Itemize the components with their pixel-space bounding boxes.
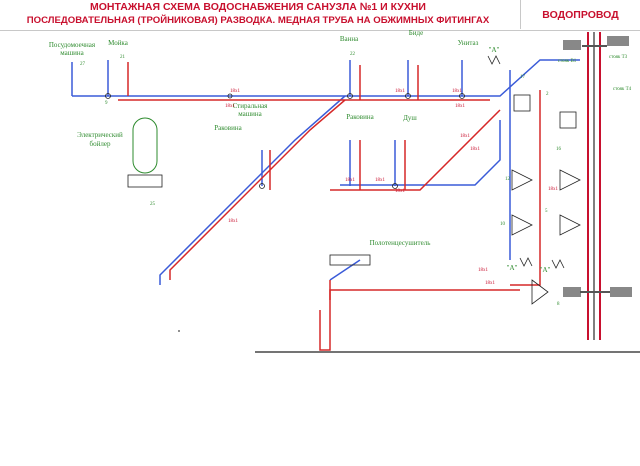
node-number-12: 12: [505, 177, 511, 182]
drawing-title-line-2: ПОСЛЕДОВАТЕЛЬНАЯ (ТРОЙНИКОВАЯ) РАЗВОДКА.…: [26, 15, 490, 26]
label-washbasin-2: Раковина: [346, 113, 374, 121]
cold-towel-stub: [329, 259, 361, 281]
pipe-size-10: 18х1: [478, 268, 489, 273]
label-washing-machine-2: машина: [238, 110, 262, 118]
hot-diagonal: [169, 99, 346, 280]
drawing-title-line-1: МОНТАЖНАЯ СХЕМА ВОДОСНАБЖЕНИЯ САНУЗЛА №1…: [90, 1, 426, 13]
title-block: МОНТАЖНАЯ СХЕМА ВОДОСНАБЖЕНИЯ САНУЗЛА №1…: [0, 0, 640, 31]
pipe-size-6: 18х1: [470, 147, 481, 152]
valve-cold-1: [511, 169, 533, 191]
label-bath: Ванна: [340, 35, 359, 43]
riser-group: [563, 32, 632, 340]
node-number-9: 2: [546, 92, 549, 97]
boiler-tank: [132, 117, 158, 174]
label-sink: Мойка: [108, 39, 129, 47]
label-boiler-1: Электрический: [77, 131, 123, 139]
marker-a-left-symbol: [519, 257, 533, 267]
cold-lower-branch: [340, 120, 501, 186]
node-number-5: 22: [350, 52, 356, 57]
label-boiler-2: бойлер: [90, 140, 111, 148]
cold-main-top: [72, 59, 580, 97]
label-riser-b1: стояк В1: [558, 59, 577, 64]
valve-hot-1: [559, 169, 581, 191]
marker-a-right-symbol: [551, 259, 565, 269]
pipe-size-12: 18х1: [548, 187, 559, 192]
tee-washbasin-1: [259, 183, 265, 189]
label-riser-t3: стояк Т3: [609, 55, 628, 60]
node-number-11: 8: [557, 302, 560, 307]
tee-sink: [105, 93, 111, 99]
label-dishwasher-1: Посудомоечная: [49, 41, 96, 49]
label-riser-t4: стояк Т4: [613, 87, 632, 92]
node-number-2: 21: [120, 55, 126, 60]
label-bidet: Биде: [409, 29, 423, 37]
fittings: [105, 55, 581, 305]
hot-return-branch: [510, 90, 541, 286]
pipe-size-2: 18х1: [225, 104, 236, 109]
pipe-size-8: 18х1: [345, 178, 356, 183]
riser-cap-bottom-left: [563, 287, 581, 297]
node-number-10: 5: [545, 209, 548, 214]
hot-water-lines: [118, 62, 541, 351]
filter-cold: [513, 94, 531, 112]
towel-manifold: [329, 254, 371, 266]
drawing-title: МОНТАЖНАЯ СХЕМА ВОДОСНАБЖЕНИЯ САНУЗЛА №1…: [4, 1, 512, 27]
pipe-size-1: 18х1: [230, 89, 241, 94]
cold-water-lines: [71, 59, 580, 285]
riser-cap-bottom-right: [610, 287, 632, 297]
hot-towel-loop: [319, 289, 520, 351]
node-number-7: 16: [556, 147, 562, 152]
pipe-size-4: 18х1: [452, 89, 463, 94]
marker-a-right: "А": [540, 266, 551, 274]
label-toilet: Унитаз: [458, 39, 479, 47]
node-number-4: 25: [150, 202, 156, 207]
marker-a-left: "А": [507, 264, 518, 272]
pipe-size-13: 18х1: [395, 189, 406, 194]
tee-bidet: [405, 93, 411, 99]
pipe-size-11: 18х1: [485, 281, 496, 286]
tee-main-1: [227, 93, 233, 99]
node-number-3: 17: [520, 75, 526, 80]
boiler-manifold: [127, 174, 163, 188]
marker-a-top: "А": [489, 46, 500, 54]
pipe-size-7: 18х1: [228, 219, 239, 224]
node-number-1: 27: [80, 62, 86, 67]
pipe-size-9: 18х1: [375, 178, 386, 183]
valve-hot-2: [559, 214, 581, 236]
pipe-size-3: 18х1: [395, 89, 406, 94]
tee-shower: [392, 183, 398, 189]
tee-toilet: [459, 93, 465, 99]
pipe-size-14: 18х1: [455, 104, 466, 109]
label-dishwasher-2: машина: [60, 49, 84, 57]
node-number-6: 9: [105, 101, 108, 106]
pipe-size-5: 18х1: [460, 134, 471, 139]
valve-riser-bottom: [531, 279, 549, 305]
marker-a-top-symbol: [487, 55, 501, 65]
label-washbasin-1: Раковина: [214, 124, 242, 132]
label-washing-machine-1: Стиральная: [233, 102, 269, 110]
cold-diagonal: [159, 95, 346, 285]
label-towel-rail: Полотенцесушитель: [370, 239, 431, 247]
tee-bath: [347, 93, 353, 99]
riser-cap-top-left: [563, 40, 581, 50]
hot-lower-branch: [330, 109, 501, 191]
section-label: ВОДОПРОВОД: [520, 0, 640, 29]
node-number-8: 10: [500, 222, 506, 227]
valve-cold-2: [511, 214, 533, 236]
riser-cap-top-right: [607, 36, 629, 46]
label-shower: Душ: [403, 114, 417, 122]
filter-hot: [559, 111, 577, 129]
